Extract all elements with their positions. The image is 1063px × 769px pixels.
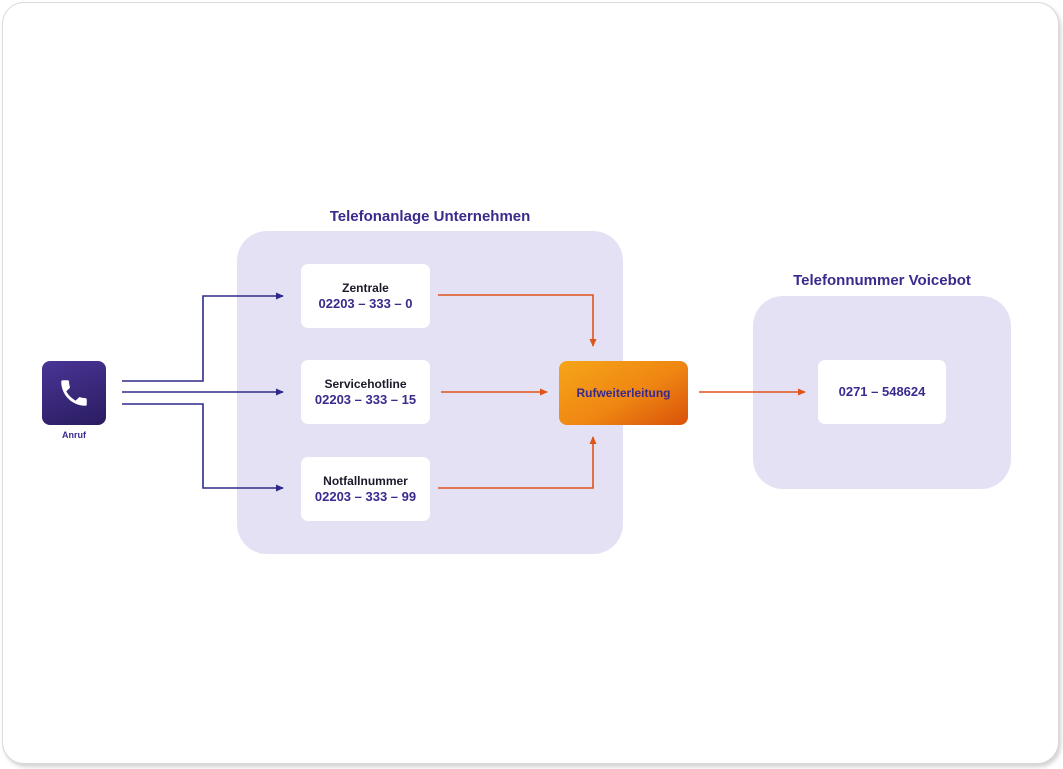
node-servicehotline: Servicehotline 02203 – 333 – 15: [301, 360, 430, 424]
node-label: Zentrale: [342, 280, 389, 295]
node-label: Servicehotline: [324, 376, 407, 391]
phone-icon: [42, 361, 106, 425]
voicebot-group-title: Telefonnummer Voicebot: [793, 272, 971, 289]
voicebot-number: 0271 – 548624: [838, 384, 926, 399]
node-number: 02203 – 333 – 15: [314, 391, 417, 407]
node-zentrale: Zentrale 02203 – 333 – 0: [301, 264, 430, 328]
caller-label: Anruf: [62, 430, 86, 440]
phone-handset-icon: [61, 380, 87, 406]
forwarding-label: Rufweiterleitung: [576, 386, 671, 400]
node-label: Notfallnummer: [323, 473, 408, 488]
node-notfallnummer: Notfallnummer 02203 – 333 – 99: [301, 457, 430, 521]
node-voicebot-number: 0271 – 548624: [818, 360, 946, 424]
node-rufweiterleitung: Rufweiterleitung: [559, 361, 688, 425]
node-number: 02203 – 333 – 99: [314, 488, 417, 504]
company-group-title: Telefonanlage Unternehmen: [329, 208, 531, 225]
node-number: 02203 – 333 – 0: [318, 295, 413, 311]
